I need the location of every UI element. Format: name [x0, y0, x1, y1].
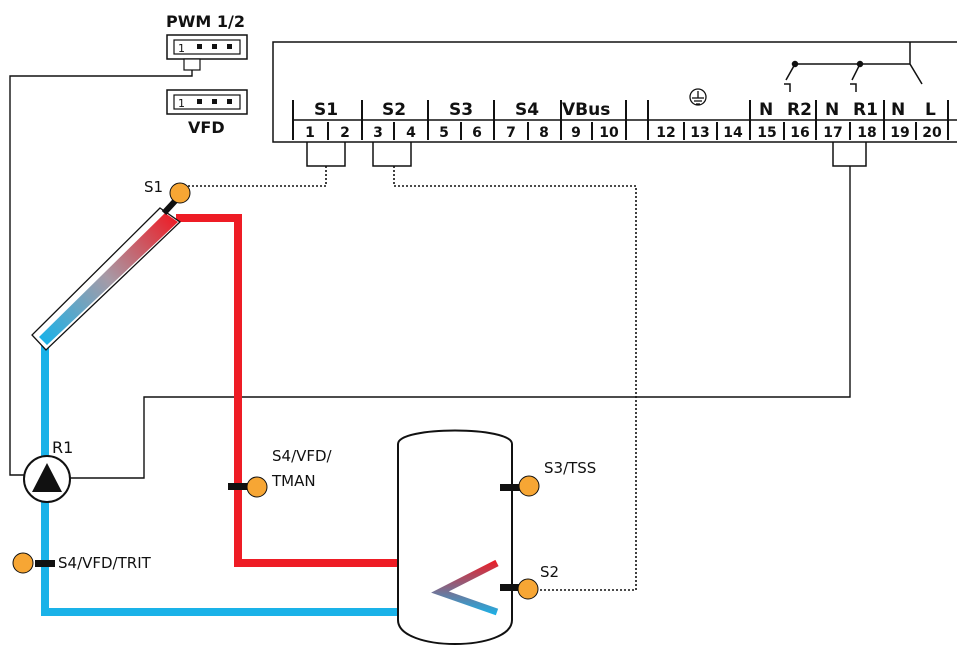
terminal-3: 3: [373, 125, 383, 141]
group-label-n-19: N: [891, 100, 905, 120]
terminal-1: 1: [305, 125, 315, 141]
terminal-plug-s1: [306, 142, 346, 167]
sensor-s3-tss-label: S3/TSS: [544, 459, 596, 477]
sensor-s4-tman: [228, 476, 268, 498]
sensor-s3-tss: [500, 475, 540, 497]
s2-sensor-wire: [393, 166, 637, 591]
controller-terminal-block: [272, 41, 957, 143]
terminal-19: 19: [890, 125, 909, 141]
sensor-s1-label: S1: [144, 178, 163, 196]
earth-ground-icon: [689, 88, 707, 106]
group-label-s2: S2: [382, 100, 406, 120]
terminal-17: 17: [823, 125, 842, 141]
terminal-20: 20: [922, 125, 942, 141]
sensor-s2-label: S2: [540, 563, 559, 581]
terminal-13: 13: [690, 125, 709, 141]
vfd-pin-one-label: 1: [178, 97, 185, 110]
group-label-s3: S3: [449, 100, 473, 120]
terminal-6: 6: [472, 125, 482, 141]
group-label-s1: S1: [314, 100, 338, 120]
pwm-connector-label: PWM 1/2: [166, 12, 245, 31]
pwm-connector: 1: [166, 34, 248, 71]
sensor-s4-trit-label: S4/VFD/TRIT: [58, 554, 152, 572]
s1-sensor-wire: [188, 166, 327, 187]
relay-switch-icon: [784, 42, 923, 92]
cold-return-pipe: [41, 345, 497, 616]
terminal-2: 2: [340, 125, 350, 141]
heat-exchanger-coil: [431, 559, 499, 616]
terminal-5: 5: [439, 125, 449, 141]
pump-label: R1: [52, 438, 73, 457]
solar-collector: [31, 197, 182, 351]
pump-r1: [23, 455, 71, 503]
terminal-9: 9: [571, 125, 581, 141]
terminal-8: 8: [539, 125, 549, 141]
pwm-pin-one-label: 1: [178, 42, 185, 55]
group-label-vbus: VBus: [562, 100, 610, 120]
storage-tank: [397, 429, 513, 645]
sensor-s2: [500, 578, 539, 600]
terminal-7: 7: [506, 125, 516, 141]
group-label-n-15: N: [759, 100, 773, 120]
group-label-r1: R1: [853, 100, 878, 120]
sensor-s4-tman-label-line2: TMAN: [271, 472, 316, 490]
terminal-12: 12: [656, 125, 675, 141]
sensor-s4-trit: [12, 552, 55, 574]
terminal-15: 15: [757, 125, 776, 141]
terminal-16: 16: [790, 125, 809, 141]
terminal-10: 10: [599, 125, 619, 141]
terminal-plug-r1: [832, 142, 867, 167]
vfd-connector: 1: [166, 89, 248, 115]
group-label-r2: R2: [787, 100, 812, 120]
terminal-18: 18: [857, 125, 876, 141]
terminal-14: 14: [723, 125, 743, 141]
group-label-s4: S4: [515, 100, 539, 120]
hot-flow-pipe: [176, 214, 497, 567]
group-label-l: L: [925, 100, 936, 120]
sensor-s1: [169, 182, 191, 204]
terminal-4: 4: [406, 125, 416, 141]
pwm-signal-wire: [9, 70, 193, 476]
vfd-connector-label: VFD: [188, 118, 225, 137]
group-label-n-17: N: [825, 100, 839, 120]
r1-power-wire: [70, 166, 851, 479]
sensor-s4-tman-label-line1: S4/VFD/: [272, 447, 333, 465]
terminal-plug-s2: [372, 142, 412, 167]
